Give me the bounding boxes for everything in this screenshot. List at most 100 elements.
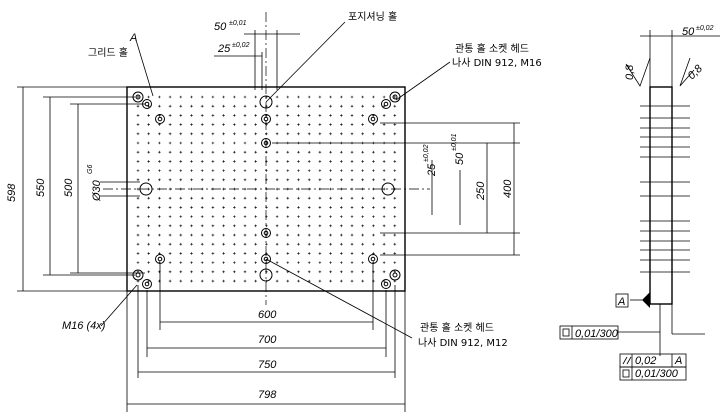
grid-cross: [350, 95, 354, 99]
grid-cross: [265, 270, 268, 274]
grid-cross: [329, 279, 332, 283]
grid-cross: [190, 114, 193, 117]
grid-cross: [350, 178, 354, 182]
grid-cross: [393, 206, 397, 209]
grid-cross: [318, 160, 322, 163]
grid-cross: [254, 233, 257, 237]
grid-cross: [222, 233, 225, 237]
grid-cross: [393, 242, 397, 246]
grid-cross: [361, 270, 364, 274]
grid-cross: [190, 104, 193, 108]
grid-cross: [179, 160, 183, 163]
grid-cross: [372, 206, 375, 209]
grid-cross: [340, 252, 343, 255]
grid-cross: [200, 95, 204, 99]
grid-cross: [136, 261, 140, 264]
grid-cross: [136, 233, 140, 237]
grid-cross: [361, 252, 364, 255]
grid-cross: [200, 252, 204, 255]
grid-cross: [318, 206, 322, 209]
grid-cross: [243, 215, 247, 218]
grid-cross: [275, 123, 279, 126]
grid-cross: [382, 261, 386, 264]
grid-cross: [168, 261, 172, 264]
side-view-lines: [618, 30, 720, 356]
grid-cross: [233, 270, 236, 274]
grid-cross: [233, 215, 236, 218]
grid-cross: [179, 196, 183, 200]
grid-cross: [340, 114, 343, 117]
callout-m12-line2: 나사 DIN 912, M12: [418, 337, 508, 349]
grid-cross: [190, 132, 193, 136]
grid-cross: [361, 206, 364, 209]
grid-cross: [168, 206, 172, 209]
grid-cross: [382, 95, 386, 99]
dim-500: 500: [63, 178, 75, 197]
grid-cross: [179, 279, 183, 283]
grid-cross: [340, 178, 343, 182]
grid-cross: [372, 132, 375, 136]
grid-cross: [297, 178, 300, 182]
grid-cross: [211, 132, 215, 136]
grid-cross: [318, 224, 322, 228]
grid-cross: [190, 187, 193, 191]
grid-cross: [179, 141, 183, 145]
grid-cross: [372, 95, 375, 99]
flatness-frame: [559, 325, 619, 340]
grid-cross: [382, 252, 386, 255]
grid-cross: [158, 215, 161, 218]
grid-cross: [243, 150, 247, 154]
grid-cross: [147, 123, 150, 126]
callout-m16-count: M16 (4x): [62, 320, 106, 332]
grid-cross: [179, 132, 183, 136]
flatness2-value: 0,01/300: [635, 368, 679, 380]
grid-cross: [307, 132, 311, 136]
grid-cross: [382, 187, 386, 191]
grid-cross: [275, 150, 279, 154]
grid-cross: [190, 95, 193, 99]
grid-cross: [361, 132, 364, 136]
grid-cross: [307, 242, 311, 246]
callout-m12-line1: 관통 홀 소켓 헤드: [420, 321, 494, 334]
grid-cross: [233, 178, 236, 182]
grid-cross: [200, 215, 204, 218]
dim-750: 750: [258, 359, 277, 371]
side-dim-50-tol: ±0,02: [696, 25, 714, 32]
grid-cross: [361, 123, 364, 126]
grid-cross: [297, 114, 300, 117]
grid-cross: [350, 279, 354, 283]
grid-cross: [382, 114, 386, 117]
grid-cross: [382, 169, 386, 172]
grid-cross: [222, 242, 225, 246]
grid-cross: [307, 261, 311, 264]
parallel-value: 0,02: [635, 355, 656, 367]
grid-cross: [275, 261, 279, 264]
grid-cross: [361, 196, 364, 200]
grid-cross: [307, 178, 311, 182]
grid-cross: [254, 252, 257, 255]
grid-cross: [307, 279, 311, 283]
grid-cross: [286, 178, 290, 182]
grid-cross: [222, 206, 225, 209]
grid-cross: [340, 279, 343, 283]
grid-cross: [361, 233, 364, 237]
grid-cross: [254, 104, 257, 108]
datum-box: [615, 293, 629, 308]
grid-cross: [136, 224, 140, 228]
datum-triangle: [642, 292, 650, 308]
grid-cross: [147, 95, 150, 99]
grid-cross: [147, 169, 150, 172]
grid-cross: [286, 114, 290, 117]
grid-cross: [318, 233, 322, 237]
grid-cross: [393, 215, 397, 218]
dim-598: 598: [6, 183, 18, 202]
grid-cross: [361, 150, 364, 154]
grid-cross: [243, 224, 247, 228]
grid-cross: [233, 104, 236, 108]
grid-cross: [222, 123, 225, 126]
dim-dia30-tol: G6: [87, 165, 94, 174]
grid-cross: [200, 169, 204, 172]
grid-cross: [318, 261, 322, 264]
grid-cross: [243, 187, 247, 191]
